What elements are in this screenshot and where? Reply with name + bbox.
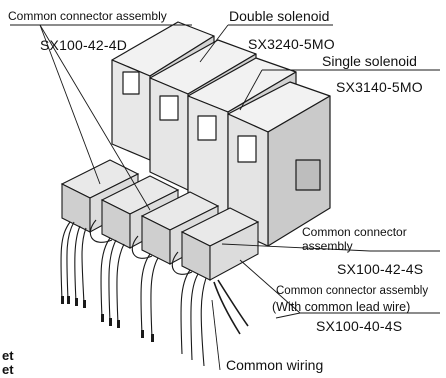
label-part-sx100-42-4d: SX100-42-4D [40,37,128,53]
label-part-sx100-40-4s: SX100-40-4S [316,318,403,334]
label-cut-left-2: et [2,362,14,377]
label-single-solenoid: Single solenoid [322,53,417,69]
label-part-sx100-42-4s: SX100-42-4S [337,261,424,277]
label-common-connector-assembly-left: Common connector assembly [8,9,167,23]
label-common-connector-right-line1: Common connector [302,225,407,239]
label-double-solenoid: Double solenoid [229,8,330,24]
solenoid-valve-bodies [111,21,331,247]
label-common-lead-assembly-line2: (With common lead wire) [272,300,411,314]
label-cut-left-1: et [2,348,14,363]
label-common-connector-right-line2: assembly [302,239,353,253]
label-common-wiring: Common wiring [226,357,324,373]
connector-blocks [60,159,260,281]
label-common-lead-assembly-line1: Common connector assembly [276,285,429,297]
leader-lines [10,24,440,371]
lead-wires [60,219,249,367]
label-part-sx3240-5mo: SX3240-5MO [248,36,335,52]
wire-tips [61,296,154,342]
label-part-sx3140-5mo: SX3140-5MO [336,79,423,95]
